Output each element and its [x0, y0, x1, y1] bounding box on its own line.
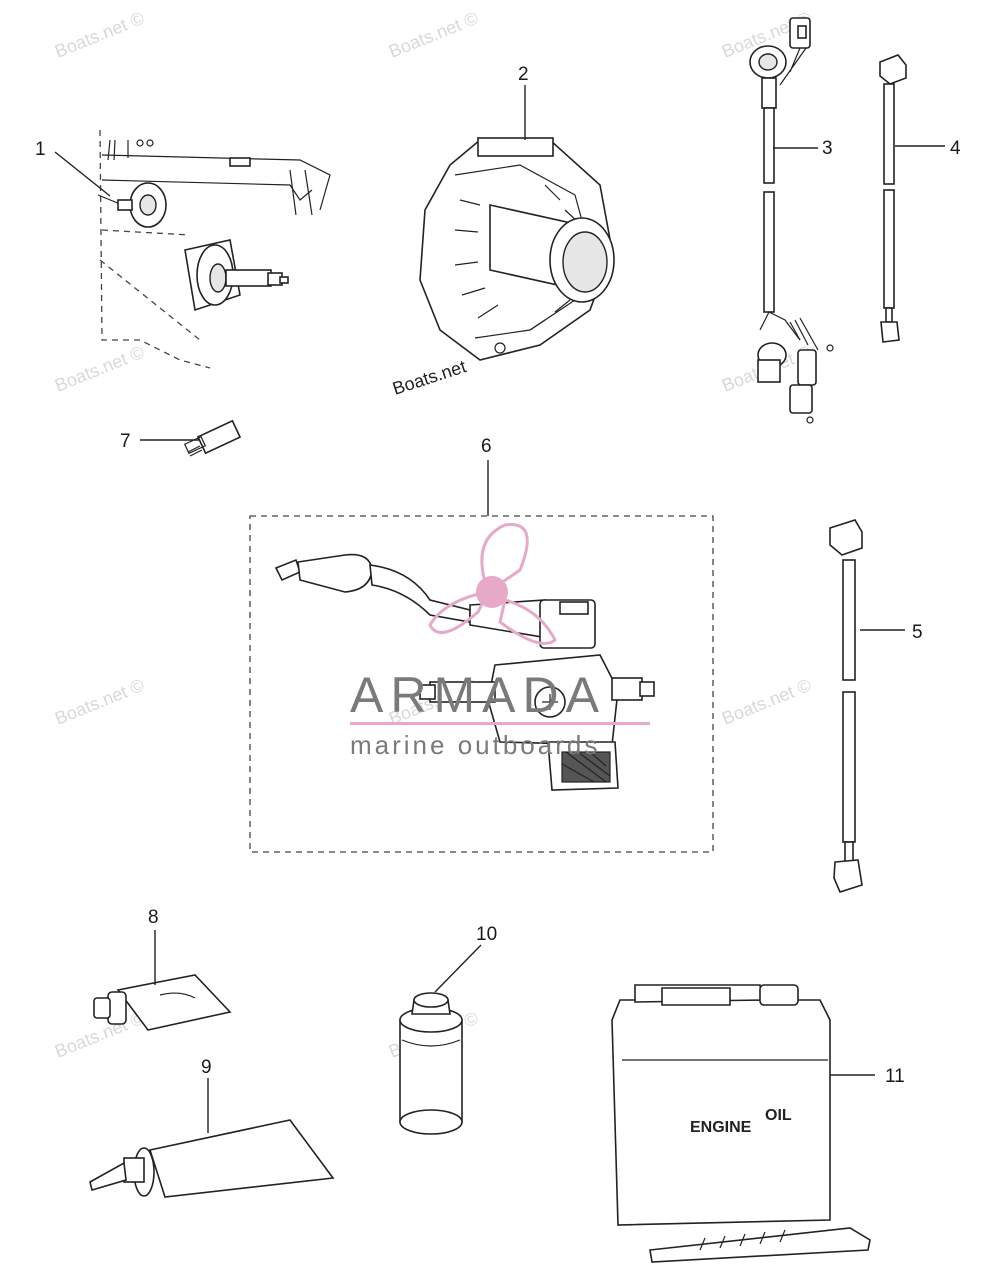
armada-logo: ARMADA marine outboards — [350, 523, 650, 760]
propeller-logo-icon — [428, 523, 557, 645]
watermark-layer: Boats.net © Boats.net © Boats.net © Boat… — [52, 8, 814, 1062]
watermark: Boats.net © — [52, 8, 147, 62]
callout-6: 6 — [481, 436, 492, 457]
callout-9: 9 — [201, 1057, 212, 1078]
callout-8: 8 — [148, 907, 159, 928]
part-1-lower-unit-illustration — [97, 129, 331, 369]
part-5-lead-wire-illustration — [829, 519, 863, 893]
callout-5: 5 — [912, 622, 923, 643]
watermark: Boats.net © — [52, 675, 147, 729]
callout-1: 1 — [35, 139, 46, 160]
armada-wordmark: ARMADA — [350, 667, 606, 723]
part-9-sealant-tube-illustration — [89, 1119, 335, 1198]
armada-tagline: marine outboards — [350, 730, 600, 760]
part-3-wiring-harness-illustration — [749, 17, 834, 424]
part-8-grease-tube-illustration — [93, 974, 232, 1031]
logo-divider — [350, 722, 650, 725]
propeller-hub-icon — [476, 576, 508, 608]
jug-label-oil: OIL — [765, 1107, 792, 1124]
callouts: 1 2 3 4 5 6 7 8 9 10 11 — [35, 64, 961, 1087]
callout-3: 3 — [822, 138, 833, 159]
leader-lines — [54, 85, 945, 1133]
watermark: Boats.net © — [52, 342, 147, 396]
part-2-flywheel-cover-illustration — [419, 137, 615, 361]
watermark: Boats.net © — [386, 8, 481, 62]
part-11-engine-oil-jug-illustration: ENGINE OIL — [611, 984, 871, 1263]
jug-label-engine: ENGINE — [690, 1119, 752, 1136]
part-7-bolt-illustration — [183, 419, 242, 457]
callout-2: 2 — [518, 64, 529, 85]
callout-11: 11 — [885, 1066, 905, 1087]
callout-7: 7 — [120, 431, 131, 452]
credit-stamp: Boats.net — [390, 356, 469, 399]
part-4-lead-wire-illustration — [879, 54, 907, 343]
part-10-oil-can-illustration — [399, 992, 463, 1135]
callout-10: 10 — [476, 924, 497, 945]
watermark: Boats.net © — [719, 675, 814, 729]
callout-4: 4 — [950, 138, 961, 159]
